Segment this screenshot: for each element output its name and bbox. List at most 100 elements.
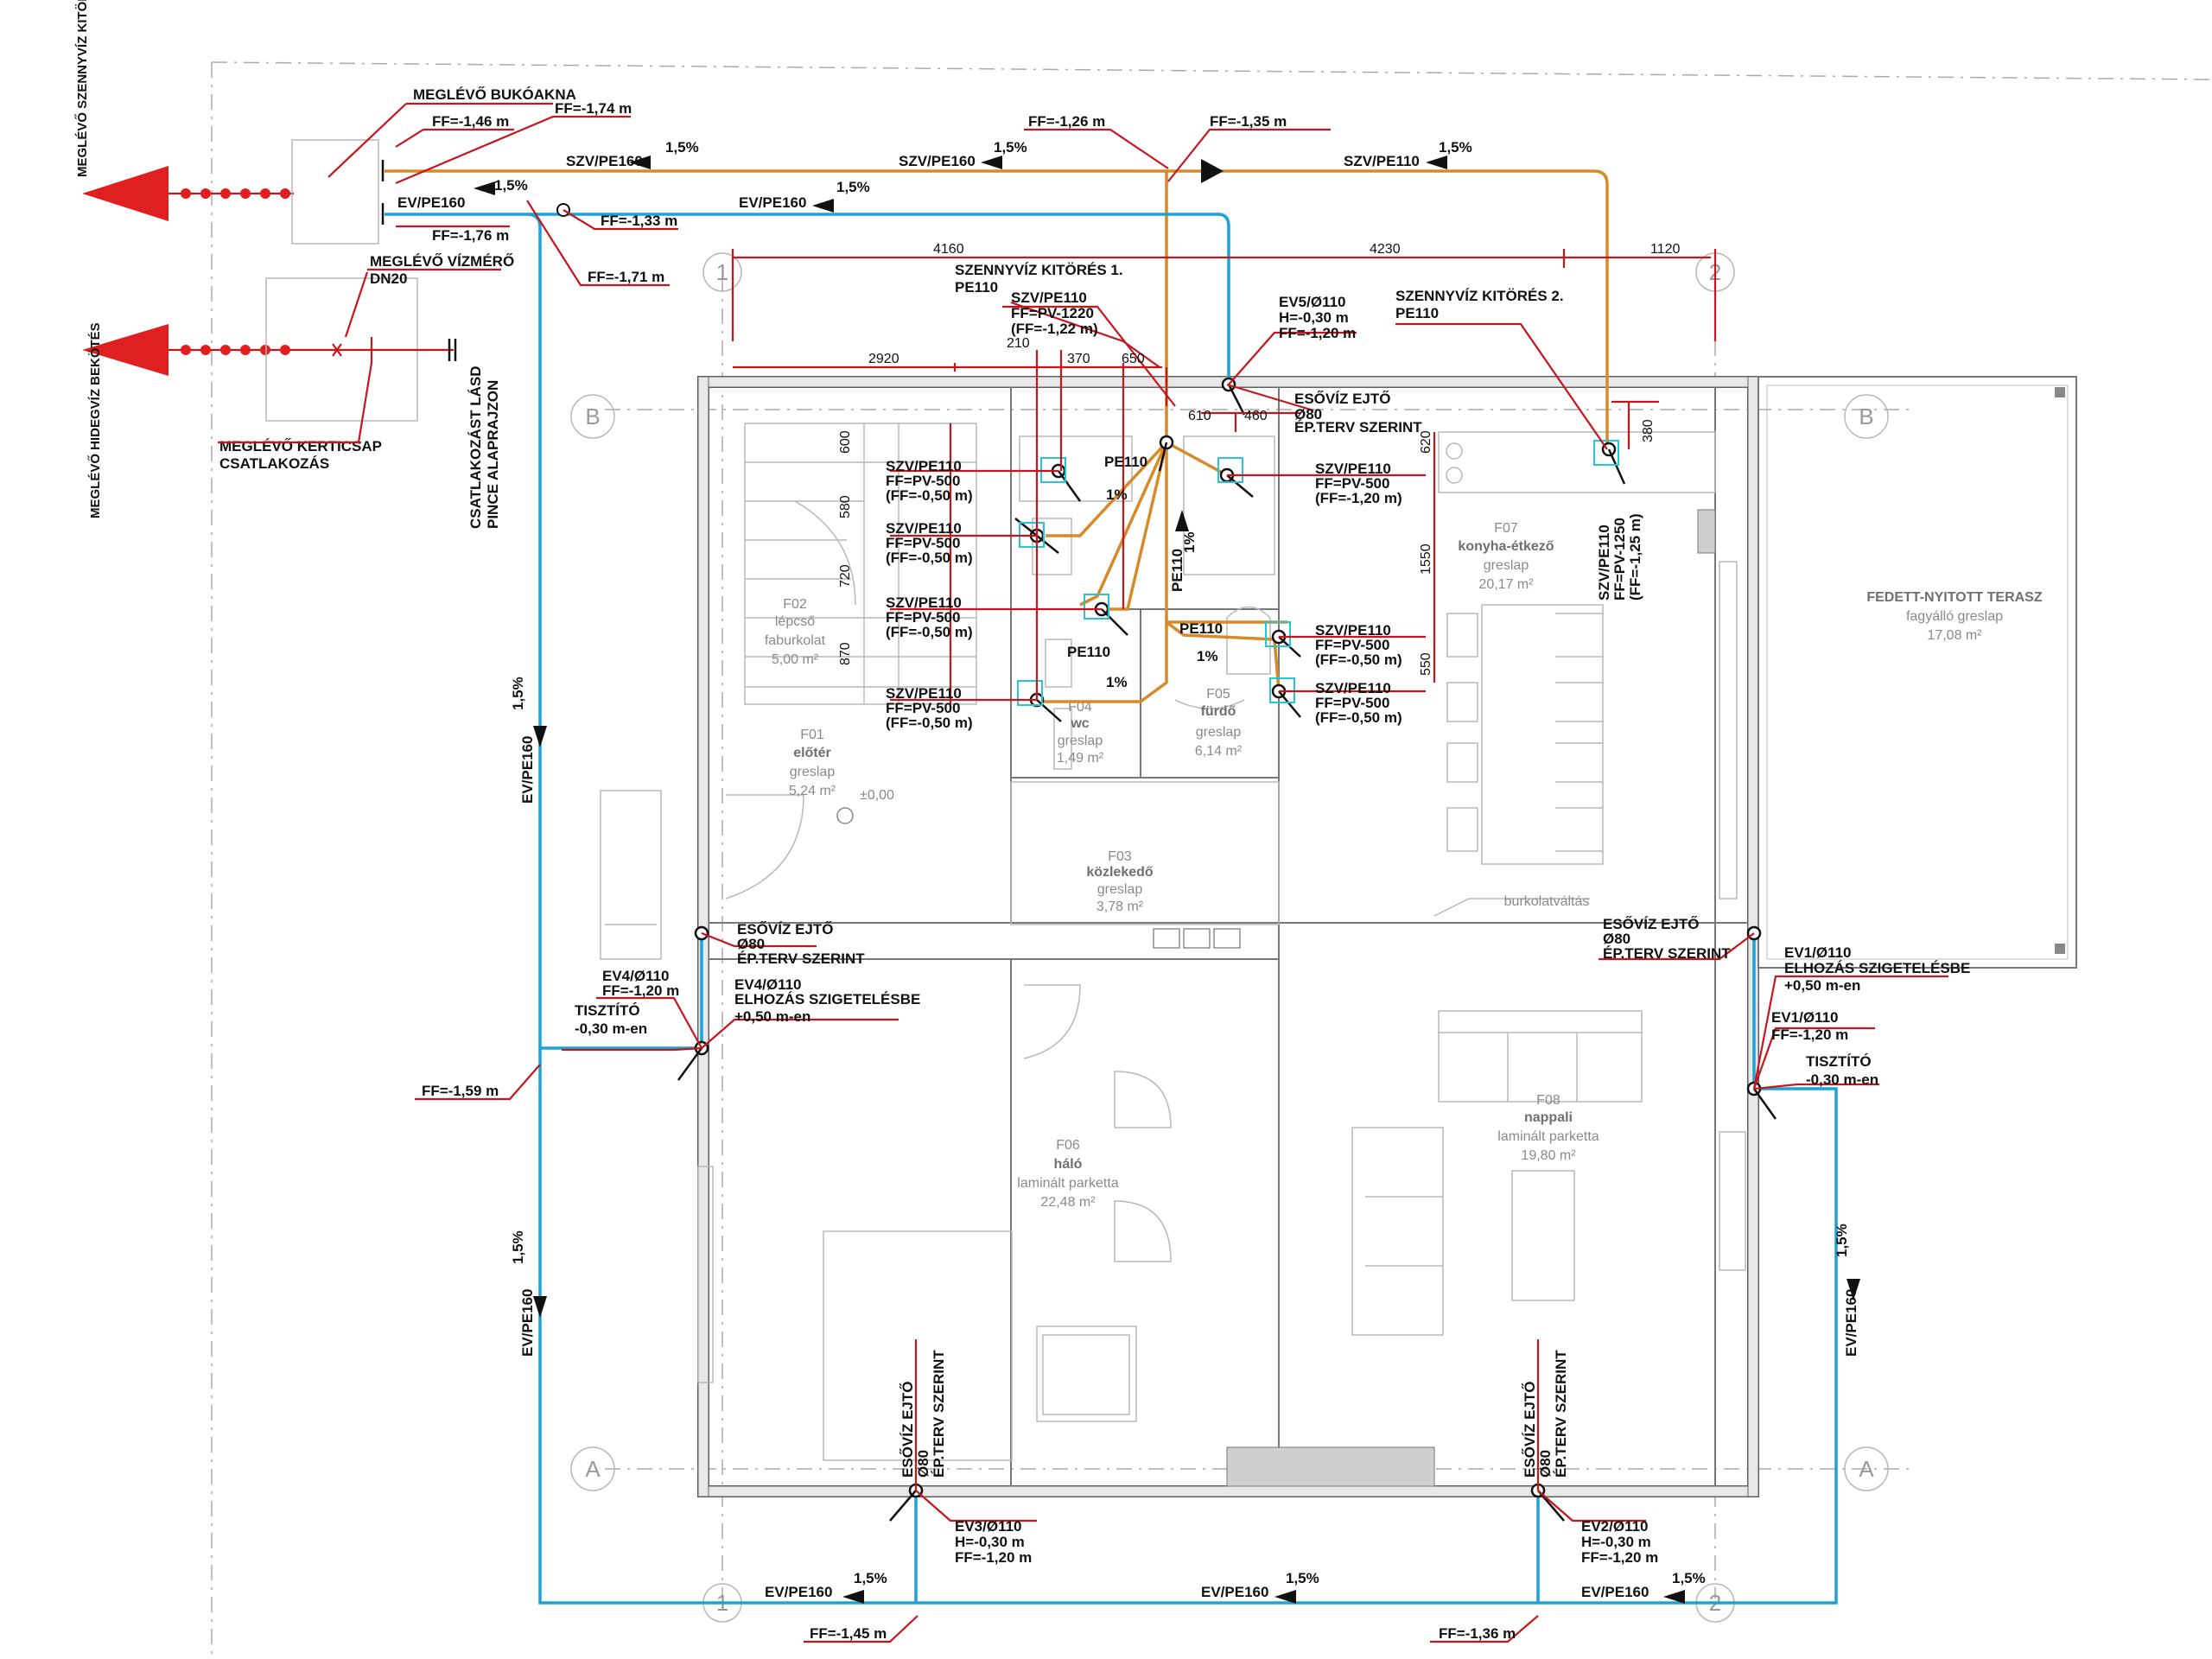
ev4-a-ff: FF=-1,20 m (602, 982, 679, 999)
pipe-szv160-1: SZV/PE160 (566, 153, 643, 169)
dimensions: 4160 4230 1120 2920 210 370 650 610 460 … (838, 242, 1681, 676)
room-f07-floor: greslap (1484, 558, 1529, 573)
dim-720: 720 (838, 564, 853, 588)
water-outlet-icon (82, 324, 168, 376)
dim-2920: 2920 (868, 352, 899, 366)
slope-6: 1,5% (854, 1570, 887, 1586)
slope1-a: 1% (1106, 486, 1128, 503)
szv-c-pv: FF=PV-500 (886, 609, 960, 626)
szv-g-pv: FF=PV-500 (1315, 695, 1389, 711)
pipe-szv160-2: SZV/PE160 (899, 153, 976, 169)
szv-e-ff: (FF=-1,20 m) (1315, 490, 1402, 506)
connection-note-2: PINCE ALAPRAJZON (485, 380, 501, 529)
ev1-a-plus: +0,50 m-en (1784, 977, 1860, 994)
szv-d-pv: FF=PV-500 (886, 700, 960, 716)
pipe-ev160-1: EV/PE160 (397, 194, 465, 211)
room-f02-name: lépcső (775, 614, 815, 629)
furniture (600, 423, 1746, 1461)
axis-b-right: B (1859, 404, 1873, 429)
slope-5: 1,5% (836, 179, 870, 195)
existing-outlets: MEGLÉVŐ SZENNYVÍZ KITÖRÉS EGYESÍTETT REN… (74, 0, 576, 529)
room-f04-area: 1,49 m² (1057, 751, 1104, 766)
connection-note: CSATLAKOZÁST LÁSD (467, 365, 484, 529)
sewer-outlet-label: MEGLÉVŐ SZENNYVÍZ KITÖRÉS EGYESÍTETT REN… (74, 0, 90, 177)
dim-870: 870 (838, 642, 853, 665)
pipe-ev160-bottom-2: EV/PE160 (1201, 1584, 1268, 1600)
callout-ev5-h: H=-0,30 m (1279, 309, 1349, 326)
slope-3: 1,5% (1439, 139, 1472, 156)
slope-11: 1,5% (1834, 1224, 1850, 1257)
room-f04-name: wc (1070, 716, 1089, 731)
garden-tap-label-2: CSATLAKOZÁS (219, 455, 329, 472)
szv-kitchen-pv: FF=PV-1250 (1611, 518, 1628, 601)
level-marker-icon (836, 807, 854, 824)
esoviz-top-terv: ÉP.TERV SZERINT (1294, 419, 1422, 435)
esoviz-left: ESŐVÍZ EJTŐ (737, 921, 833, 938)
level-174: FF=-1,74 m (555, 100, 632, 117)
pipe-ev160-bottom-1: EV/PE160 (765, 1584, 832, 1600)
axis-a-right: A (1859, 1456, 1874, 1482)
room-labels: F02 lépcső faburkolat 5,00 m² F01 előtér… (765, 521, 1599, 1210)
dim-380: 380 (1641, 419, 1656, 442)
dim-610: 610 (1188, 409, 1211, 423)
room-f06-area: 22,48 m² (1040, 1195, 1096, 1210)
dim-460: 460 (1244, 409, 1268, 423)
level-133: FF=-1,33 m (601, 213, 677, 229)
pe110-3: PE110 (1179, 620, 1223, 637)
esoviz-bottom-right: ESŐVÍZ EJTŐ (1522, 1382, 1538, 1478)
szv-kitchen: SZV/PE110 (1596, 524, 1612, 601)
slope-arrows (474, 156, 1860, 1604)
sewer-outlet-icon (82, 166, 168, 221)
slope-4: 1,5% (494, 177, 528, 194)
pipe-ev160-bottom-3: EV/PE160 (1581, 1584, 1649, 1600)
ev3: EV3/Ø110 (955, 1518, 1022, 1535)
szv-a: SZV/PE110 (886, 458, 962, 474)
room-f05-floor: greslap (1196, 725, 1242, 740)
room-f07-area: 20,17 m² (1478, 577, 1534, 592)
pipe-szv110-top: SZV/PE110 (1344, 153, 1420, 169)
room-f08-code: F08 (1536, 1093, 1560, 1108)
level-135: FF=-1,35 m (1210, 113, 1287, 130)
room-f03-name: közlekedő (1086, 865, 1154, 880)
water-outlet-label: MEGLÉVŐ HIDEGVÍZ BEKÖTÉS (87, 322, 103, 518)
slope-2: 1,5% (994, 139, 1027, 156)
szv-kitchen-ff: (FF=-1,25 m) (1627, 513, 1643, 601)
callout-ev5-ff: FF=-1,20 m (1279, 325, 1356, 341)
ev4-b-plus: +0,50 m-en (734, 1008, 810, 1025)
room-f05-code: F05 (1206, 687, 1230, 702)
esoviz-left-terv: ÉP.TERV SZERINT (737, 950, 865, 967)
garden-tap-label: MEGLÉVŐ KERTICSAP (219, 438, 382, 454)
terrace: FEDETT-NYITOTT TERASZ fagyálló greslap 1… (1758, 376, 2077, 969)
callout-kitores2-pipe: PE110 (1395, 305, 1439, 321)
szv-g: SZV/PE110 (1315, 680, 1391, 696)
dim-4230: 4230 (1370, 242, 1401, 257)
callout-kitores1: SZENNYVÍZ KITÖRÉS 1. (955, 262, 1123, 278)
esoviz-right-terv: ÉP.TERV SZERINT (1603, 945, 1731, 962)
slope-9: 1,5% (510, 677, 526, 710)
terrace-name: FEDETT-NYITOTT TERASZ (1866, 590, 2042, 605)
ev2-ff: FF=-1,20 m (1581, 1549, 1658, 1566)
tisztito-left-h: -0,30 m-en (575, 1020, 647, 1037)
pipe-labels: SZV/PE160 SZV/PE160 SZV/PE110 EV/PE160 E… (397, 139, 1859, 1600)
room-f05-name: fürdő (1201, 704, 1236, 719)
manhole-stubs (381, 160, 570, 225)
esoviz-left-phi: Ø80 (737, 936, 765, 952)
ev3-ff: FF=-1,20 m (955, 1549, 1032, 1566)
ev1-b: EV1/Ø110 (1771, 1009, 1839, 1026)
water-meter-dn: DN20 (370, 270, 407, 287)
esoviz-right-phi: Ø80 (1603, 931, 1630, 947)
dim-650: 650 (1122, 352, 1145, 366)
room-f02-area: 5,00 m² (772, 652, 819, 667)
szv-g-ff: (FF=-0,50 m) (1315, 709, 1402, 726)
pe110-1: PE110 (1104, 454, 1147, 470)
szv-b-pv: FF=PV-500 (886, 535, 960, 551)
callout-kitores1-pipe: PE110 (955, 279, 998, 296)
szv-e-pv: FF=PV-500 (1315, 475, 1389, 492)
szv-a-pv: FF=PV-500 (886, 473, 960, 489)
dim-600: 600 (838, 430, 853, 454)
room-f02-floor: faburkolat (765, 633, 826, 648)
szv-e: SZV/PE110 (1315, 461, 1391, 477)
room-f03-area: 3,78 m² (1096, 899, 1144, 914)
room-f03-floor: greslap (1097, 882, 1143, 897)
